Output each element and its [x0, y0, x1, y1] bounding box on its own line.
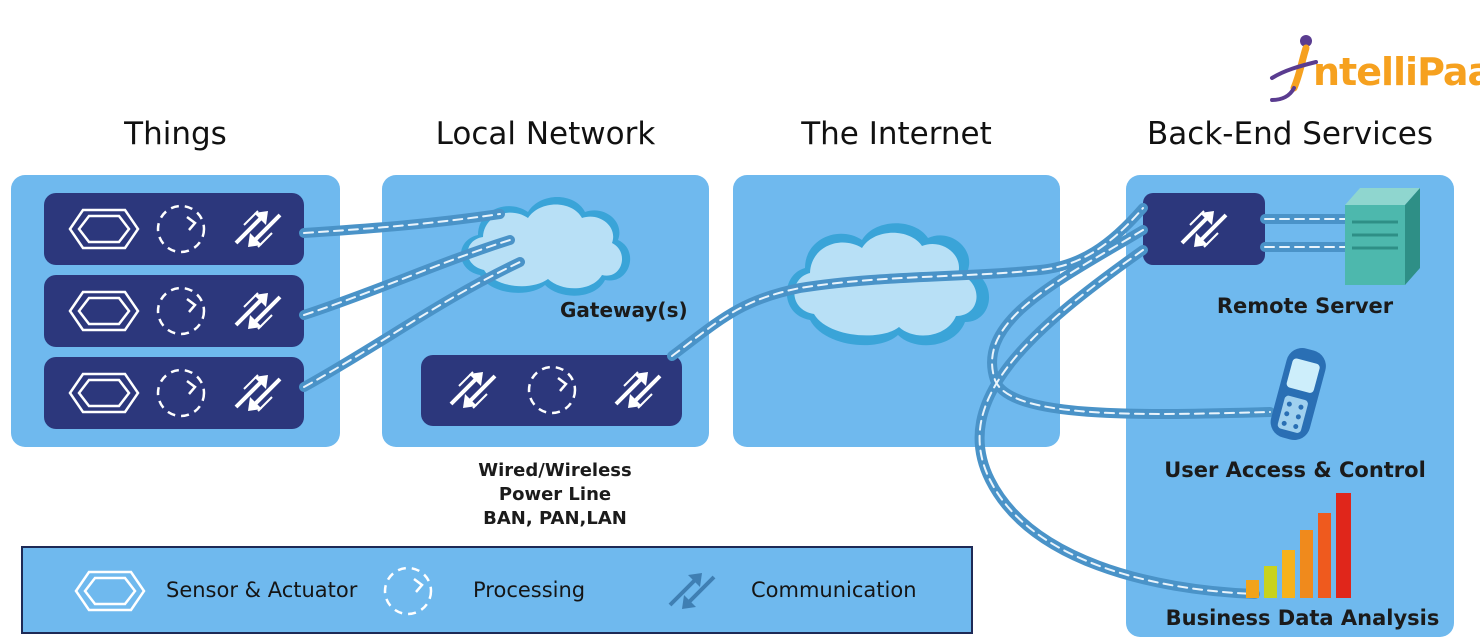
section-heading-internet: The Internet — [801, 116, 992, 152]
gateway-device — [421, 355, 682, 426]
intellipaat-logo-icon — [1270, 35, 1318, 102]
server-icon — [1345, 188, 1420, 285]
legend-box — [21, 546, 973, 634]
remote-server-label: Remote Server — [1216, 294, 1394, 318]
legend-processing-label: Processing — [473, 578, 586, 602]
phone-icon — [1270, 348, 1326, 441]
connection-type-3: BAN, PAN,LAN — [483, 508, 627, 529]
backend-comm-device — [1143, 193, 1265, 265]
section-heading-local-network: Local Network — [435, 116, 656, 152]
legend-sensor-label: Sensor & Actuator — [166, 578, 358, 602]
internet-cloud-icon — [786, 223, 990, 346]
logo-text: ntelliPaat — [1313, 50, 1480, 94]
business-data-label: Business Data Analysis — [1165, 606, 1440, 630]
connection-type-2: Power Line — [498, 484, 612, 505]
user-access-label: User Access & Control — [1164, 458, 1426, 482]
section-heading-backend: Back-End Services — [1147, 116, 1433, 152]
section-heading-things: Things — [124, 116, 227, 152]
legend-communication-label: Communication — [751, 578, 917, 602]
connection-type-1: Wired/Wireless — [478, 460, 632, 481]
legend-communication-icon — [668, 573, 716, 609]
bar-chart-icon — [1246, 493, 1351, 598]
gateway-label: Gateway(s) — [560, 298, 688, 322]
